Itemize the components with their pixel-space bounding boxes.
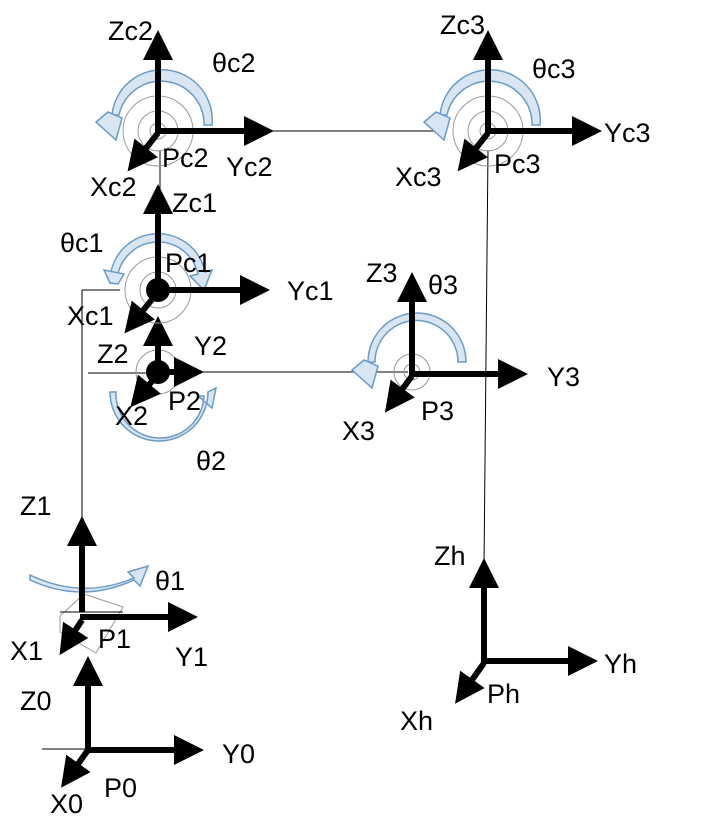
- thetac2-label: θc2: [212, 48, 256, 78]
- p3-label: P3: [421, 396, 454, 426]
- frame-ph: Zh Yh Xh Ph: [400, 541, 637, 736]
- theta3-label: θ3: [428, 270, 458, 300]
- x3-label: X3: [342, 416, 375, 446]
- p2-label: P2: [168, 386, 201, 416]
- zh-label: Zh: [434, 541, 466, 571]
- x1-axis-arrow: [59, 618, 89, 656]
- zc1-label: Zc1: [172, 188, 217, 218]
- ph-label: Ph: [487, 679, 520, 709]
- xh-label: Xh: [400, 706, 433, 736]
- p1-label: P1: [98, 624, 131, 654]
- x3-axis-arrow: [384, 374, 415, 413]
- x1-label: X1: [10, 636, 43, 666]
- frame-p3: Z3 Y3 X3 P3 θ3: [342, 258, 580, 446]
- yc3-label: Yc3: [604, 118, 651, 148]
- frame-p2: Z2 Y2 X2 P2 θ2: [97, 316, 227, 476]
- z0-label: Z0: [20, 686, 52, 716]
- theta1-rotation-arrow: [29, 564, 150, 593]
- theta3-rotation-arrow: [367, 312, 467, 363]
- link-line-pc3-to-ph: [483, 149, 489, 566]
- thetac1-rotation-arrow-head: [102, 268, 126, 285]
- thetac2-rotation-arrow-head: [94, 111, 123, 142]
- x0-label: X0: [50, 789, 83, 819]
- xh-axis-arrow: [455, 661, 487, 704]
- pc1-joint-dot: [146, 278, 170, 302]
- y1-label: Y1: [175, 642, 208, 672]
- theta2-rotation-arrow: [109, 386, 218, 442]
- link-lines: [42, 130, 489, 750]
- frame-p0: Z0 Y0 X0 P0: [20, 656, 255, 819]
- pc3-label: Pc3: [494, 149, 541, 179]
- y2-label: Y2: [194, 331, 227, 361]
- theta2-label: θ2: [196, 446, 226, 476]
- xc2-label: Xc2: [90, 172, 137, 202]
- zc3-label: Zc3: [440, 10, 485, 40]
- xc3-axis-arrow: [457, 131, 491, 172]
- p2-joint-dot: [146, 360, 170, 384]
- yh-label: Yh: [604, 649, 637, 679]
- z3-label: Z3: [366, 258, 398, 288]
- frame-pc3: Zc3 Yc3 Xc3 Pc3 θc3: [395, 10, 651, 192]
- xc1-label: Xc1: [67, 301, 114, 331]
- zc2-label: Zc2: [108, 16, 153, 46]
- p0-label: P0: [104, 773, 137, 803]
- frame-p1: Z1 Y1 X1 P1 θ1: [10, 491, 208, 672]
- thetac2-rotation-arrow: [111, 69, 213, 126]
- thetac3-rotation-arrow: [439, 69, 541, 126]
- thetac3-label: θc3: [532, 54, 576, 84]
- pc1-label: Pc1: [165, 248, 212, 278]
- thetac1-label: θc1: [60, 228, 104, 258]
- yc2-label: Yc2: [226, 152, 273, 182]
- frame-pc2: Zc2 Yc2 Xc2 Pc2 θc2: [90, 16, 274, 202]
- z2-label: Z2: [97, 339, 129, 369]
- theta3-rotation-arrow-head: [350, 359, 379, 390]
- yc1-label: Yc1: [287, 276, 334, 306]
- xc2-axis-arrow: [127, 131, 161, 172]
- thetac3-rotation-arrow-head: [422, 111, 451, 142]
- frame-pc1: Zc1 Yc1 Xc1 Pc1 θc1: [60, 184, 334, 334]
- x0-axis-arrow: [61, 748, 91, 788]
- y3-label: Y3: [547, 362, 580, 392]
- thetac1-rotation-arrow: [109, 232, 214, 292]
- pc2-label: Pc2: [162, 143, 209, 173]
- xc3-label: Xc3: [395, 162, 442, 192]
- x2-label: X2: [115, 401, 148, 431]
- y0-label: Y0: [222, 739, 255, 769]
- z1-label: Z1: [20, 491, 52, 521]
- theta1-label: θ1: [155, 566, 185, 596]
